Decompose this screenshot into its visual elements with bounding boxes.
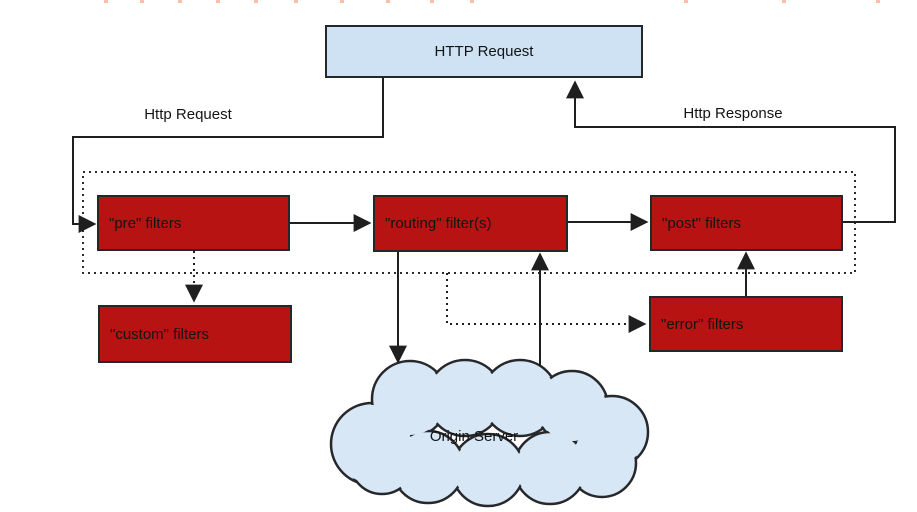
text-fragment [178, 0, 182, 3]
error-filters-label: "error" filters [661, 315, 744, 333]
text-fragment [140, 0, 144, 3]
http-request-box: HTTP Request [325, 25, 643, 78]
error-filters-box: "error" filters [649, 296, 843, 352]
pre-filters-box: "pre" filters [97, 195, 290, 251]
origin-server-label: Origin Server [429, 428, 519, 445]
text-fragment [876, 0, 880, 3]
post-filters-box: "post" filters [650, 195, 843, 251]
text-fragment [340, 0, 344, 3]
routing-filters-label: "routing" filter(s) [385, 215, 492, 232]
boundary-to-error-dotted-arrow [446, 273, 647, 333]
routing-filters-box: "routing" filter(s) [373, 195, 568, 252]
text-fragment [254, 0, 258, 3]
request-edge-label: Http Request [144, 106, 232, 123]
custom-filters-box: "custom" filters [98, 305, 292, 363]
response-edge-label: Http Response [683, 105, 783, 122]
custom-filters-label: "custom" filters [110, 325, 210, 343]
text-fragment [216, 0, 220, 3]
text-fragment [470, 0, 474, 3]
http-request-box-label: HTTP Request [434, 43, 534, 60]
text-fragment [386, 0, 390, 3]
text-fragment [684, 0, 688, 3]
text-fragment [294, 0, 298, 3]
post-filters-label: "post" filters [662, 214, 742, 232]
pre-filters-label: "pre" filters [109, 214, 182, 232]
origin-server-cloud [329, 358, 650, 508]
text-fragment [104, 0, 108, 3]
text-fragment [430, 0, 434, 3]
response-flow-line [566, 80, 896, 223]
text-fragment [782, 0, 786, 3]
request-flow-line [72, 78, 384, 233]
